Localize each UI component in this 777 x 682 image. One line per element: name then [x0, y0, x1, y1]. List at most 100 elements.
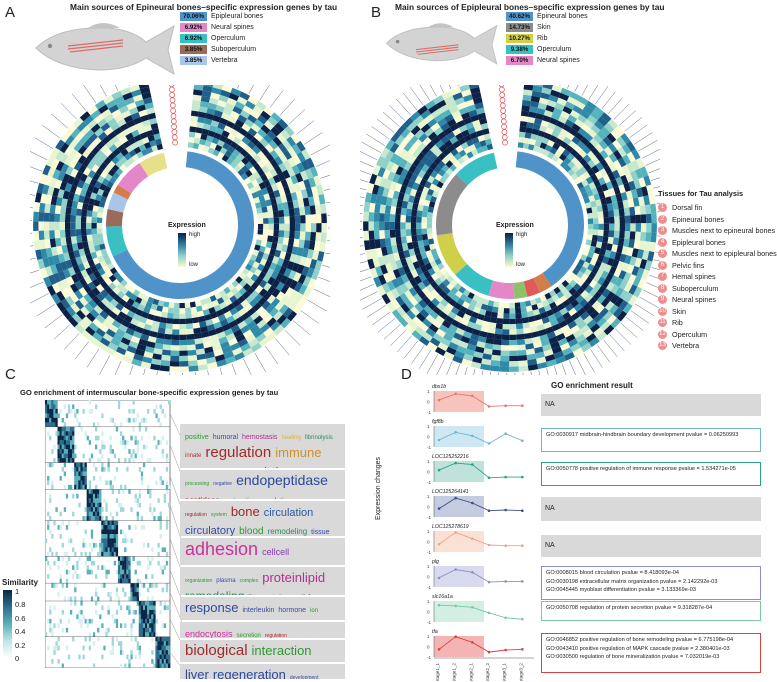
- heatmap-cell: [445, 346, 457, 356]
- gene-label-tick: [219, 367, 223, 375]
- similarity-cell: [82, 645, 85, 651]
- heatmap-cell: [527, 358, 538, 366]
- heatmap-cell: [525, 127, 533, 134]
- heatmap-cell: [567, 320, 577, 330]
- heatmap-cell: [97, 175, 105, 184]
- similarity-cell: [155, 654, 158, 660]
- heatmap-cell: [572, 275, 581, 284]
- heatmap-cell: [481, 145, 488, 152]
- heatmap-cell: [486, 143, 493, 151]
- heatmap-cell: [601, 204, 609, 212]
- similarity-cell: [97, 565, 100, 570]
- heatmap-cell: [472, 356, 483, 364]
- similarity-cell: [111, 645, 114, 651]
- similarity-cell: [92, 493, 96, 499]
- heatmap-cell: [410, 228, 417, 236]
- similarity-cell: [140, 614, 144, 620]
- heatmap-cell: [620, 174, 629, 185]
- wordcloud-term: regulation: [261, 498, 292, 499]
- heatmap-cell: [432, 332, 444, 343]
- heatmap-cell: [289, 289, 299, 301]
- heatmap-cell: [535, 112, 544, 121]
- heatmap-cell: [576, 270, 584, 279]
- heatmap-cell: [502, 318, 510, 325]
- similarity-cell: [47, 400, 50, 405]
- go-result-box: NA: [541, 535, 761, 557]
- similarity-cell: [70, 538, 73, 544]
- heatmap-cell: [134, 296, 143, 304]
- heatmap-cell: [189, 121, 198, 128]
- heatmap-cell: [55, 139, 65, 151]
- heatmap-cell: [470, 114, 479, 122]
- heatmap-cell: [496, 317, 504, 324]
- heatmap-cell: [267, 235, 274, 243]
- similarity-cell: [99, 489, 102, 494]
- heatmap-cell: [517, 142, 524, 149]
- heatmap-cell: [523, 85, 534, 91]
- heatmap-cell: [134, 325, 144, 334]
- heatmap-cell: [516, 333, 525, 340]
- heatmap-cell: [214, 354, 226, 362]
- heatmap-cell: [250, 290, 259, 299]
- heatmap-cell: [266, 268, 275, 277]
- similarity-cell: [128, 489, 131, 494]
- similarity-cell: [167, 645, 171, 651]
- gene-label-tick: [115, 85, 119, 91]
- heatmap-cell: [273, 165, 283, 175]
- heatmap-cell: [70, 273, 80, 284]
- heatmap-cell: [470, 86, 481, 95]
- heatmap-cell: [570, 325, 580, 334]
- heatmap-cell: [262, 291, 272, 301]
- heatmap-cell: [60, 163, 70, 174]
- heatmap-cell: [67, 175, 76, 185]
- heatmap-cell: [604, 122, 615, 133]
- heatmap-cell: [551, 112, 561, 121]
- similarity-cell: [167, 663, 171, 668]
- heatmap-cell: [200, 95, 211, 103]
- heatmap-cell: [622, 154, 632, 165]
- heatmap-cell: [638, 177, 647, 188]
- similarity-cell: [153, 516, 156, 521]
- heatmap-cell: [133, 353, 144, 362]
- tissue-number: 5: [658, 249, 667, 259]
- heatmap-cell: [477, 112, 487, 120]
- similarity-cell: [149, 507, 152, 512]
- similarity-cell: [120, 484, 123, 490]
- heatmap-cell: [588, 195, 596, 203]
- heatmap-cell: [561, 347, 573, 356]
- heatmap-cell: [570, 148, 579, 158]
- heatmap-cell: [484, 138, 492, 146]
- heatmap-cell: [594, 260, 602, 269]
- heatmap-cell: [78, 195, 85, 203]
- similarity-cell: [145, 605, 148, 611]
- gene-label-tick: [300, 310, 319, 324]
- similarity-cell: [53, 444, 56, 450]
- similarity-cell: [107, 525, 110, 530]
- heatmap-cell: [601, 279, 611, 289]
- similarity-cell: [92, 560, 96, 566]
- heatmap-cell: [118, 298, 127, 307]
- similarity-cell: [51, 484, 54, 490]
- similarity-cell: [149, 627, 152, 633]
- heatmap-cell: [237, 295, 246, 304]
- heatmap-cell: [599, 248, 607, 257]
- expression-point: [521, 544, 524, 547]
- similarity-cell: [147, 601, 150, 606]
- stage-highlight-band: [434, 566, 484, 587]
- similarity-cell: [76, 493, 79, 499]
- heatmap-cell: [551, 323, 561, 332]
- heatmap-cell: [461, 112, 471, 120]
- heatmap-cell: [132, 330, 142, 339]
- tissue-sector: [455, 263, 493, 296]
- heatmap-cell: [529, 138, 537, 146]
- similarity-cell: [120, 422, 123, 427]
- similarity-cell: [84, 507, 87, 512]
- heatmap-cell: [415, 267, 424, 276]
- gene-label-tick: [390, 330, 407, 346]
- similarity-cell: [113, 529, 117, 535]
- heatmap-cell: [603, 217, 610, 224]
- heatmap-cell: [245, 294, 255, 304]
- heatmap-cell: [143, 141, 152, 149]
- heatmap-cell: [266, 205, 273, 213]
